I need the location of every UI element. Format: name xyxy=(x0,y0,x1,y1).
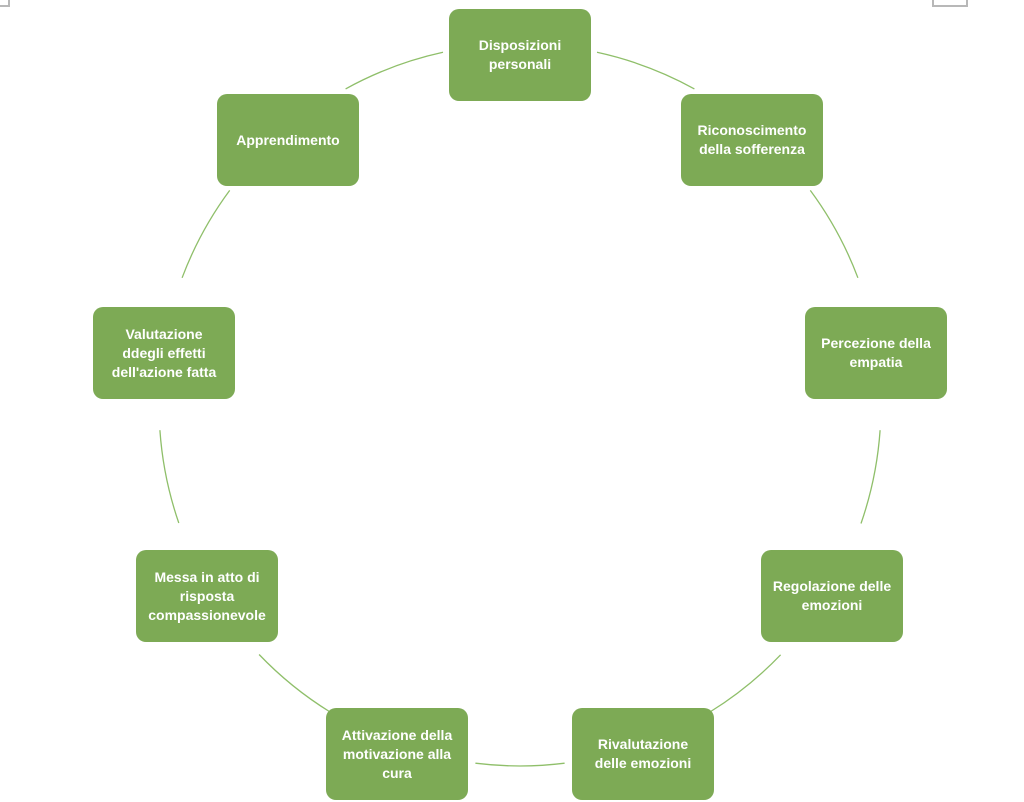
node-apprendimento: Apprendimento xyxy=(217,94,359,186)
node-rivalutazione-emozioni: Rivalutazione delle emozioni xyxy=(572,708,714,800)
connector-arc xyxy=(181,190,231,279)
connector-arc xyxy=(258,654,331,713)
node-label: Percezione della empatia xyxy=(821,335,931,370)
node-label: Apprendimento xyxy=(236,131,340,148)
connector-arc xyxy=(809,190,859,279)
connector-arc xyxy=(345,51,444,90)
cycle-connectors xyxy=(159,51,881,767)
node-disposizioni-personali: Disposizioni personali xyxy=(449,9,591,101)
node-messa-in-atto: Messa in atto di risposta compassionevol… xyxy=(136,550,278,642)
node-label: Rivalutazione delle emozioni xyxy=(594,736,692,771)
connector-arc xyxy=(596,51,695,90)
node-label: Messa in atto di risposta compassionevol… xyxy=(148,568,266,623)
node-riconoscimento-sofferenza: Riconoscimento della sofferenza xyxy=(681,94,823,186)
node-attivazione-motivazione: Attivazione della motivazione alla cura xyxy=(326,708,468,800)
node-percezione-empatia: Percezione della empatia xyxy=(805,307,947,399)
node-label: Disposizioni personali xyxy=(478,37,562,72)
node-valutazione-effetti: Valutazione ddegli effetti dell'azione f… xyxy=(93,307,235,399)
node-label: Regolazione delle emozioni xyxy=(772,578,892,613)
connector-arc xyxy=(475,762,565,767)
node-label: Riconoscimento della sofferenza xyxy=(697,122,807,157)
connector-arc xyxy=(709,654,782,713)
node-regolazione-emozioni: Regolazione delle emozioni xyxy=(761,550,903,642)
node-label: Attivazione della motivazione alla cura xyxy=(341,726,453,781)
connector-arc xyxy=(860,430,881,524)
top-left-frame-mark xyxy=(0,0,10,7)
node-label: Valutazione ddegli effetti dell'azione f… xyxy=(111,325,217,380)
top-right-frame-mark xyxy=(932,0,968,7)
connector-arc xyxy=(159,430,180,524)
